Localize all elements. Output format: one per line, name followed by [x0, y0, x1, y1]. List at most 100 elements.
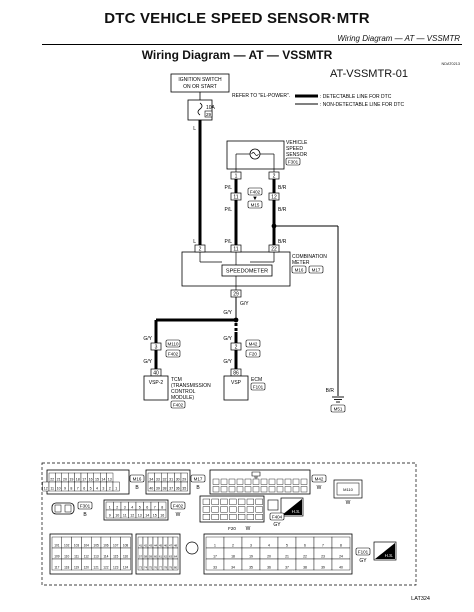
- ecm-right-pin-number: 22: [303, 554, 307, 558]
- joint-arrow-icon: ▼: [252, 196, 258, 202]
- f20-pin-cell: [237, 506, 246, 513]
- f402-pin-number: 16: [160, 513, 164, 517]
- right-connector-a: M42: [249, 342, 258, 347]
- fuse-number-box: [204, 110, 213, 118]
- ecm-left-pin-number: 123: [113, 565, 119, 569]
- ecm-right-pin-number: 24: [339, 554, 343, 558]
- ecm-left-pin-number: 113: [94, 554, 99, 558]
- ecm-mid-pin-number: 45: [159, 543, 163, 547]
- joint-pin-11: 11: [233, 195, 238, 201]
- f20-pin-cell: [229, 514, 237, 521]
- ecm-left-pin-number: 115: [113, 554, 118, 558]
- fuse-number: 29: [206, 112, 212, 117]
- ignition-label-1: IGNITION SWITCH: [178, 77, 222, 83]
- ecm-right-pin-number: 23: [321, 554, 325, 558]
- f402-pin-number: 14: [145, 513, 149, 517]
- ecm-mid-pin-number: 42: [144, 543, 148, 547]
- left-connector-b: F402: [168, 352, 179, 357]
- f402-pin-number: 15: [153, 513, 157, 517]
- ecm-right-pin-number: 19: [249, 554, 253, 558]
- meter-wire-br: B/R: [278, 239, 287, 245]
- left-pin: 3: [155, 345, 158, 351]
- m42-pin-cell: [292, 486, 300, 493]
- m16-pin-cell: [112, 481, 120, 492]
- refer-el-power: REFER TO "EL-POWER".: [232, 93, 290, 99]
- ecm-left-pin-number: 101: [54, 543, 60, 547]
- meter-label-1: COMBINATION: [292, 254, 327, 260]
- m17-pin-number: 34: [149, 477, 153, 481]
- meter-connector-a: M16: [295, 268, 304, 273]
- m42-pin-cell: [212, 478, 220, 485]
- m16-pin-number: 18: [76, 477, 80, 481]
- f402-pin-number: 12: [130, 513, 134, 517]
- tcm-label-4: MODULE): [171, 395, 194, 401]
- f20-pin-cell: [229, 498, 237, 505]
- m42-pin-cell: [220, 478, 228, 485]
- ecm-mid-pin-number: 75: [149, 565, 153, 569]
- m16-pin-number: 10: [57, 486, 61, 490]
- ecm-left-pin-number: 110: [64, 554, 69, 558]
- left-wire-gy-top: G/Y: [143, 336, 152, 342]
- right-connector-b: F20: [249, 352, 257, 357]
- m16-pin-number: 7: [77, 486, 79, 490]
- m16-pin-number: 13: [108, 477, 112, 481]
- ecm-right-pin-number: 35: [249, 565, 253, 569]
- m16-label: M16: [133, 477, 142, 482]
- ecm-mid-pin-number: 60: [154, 554, 158, 558]
- meter-connector-b: M17: [312, 268, 321, 273]
- m16-pin-number: 12: [44, 486, 48, 490]
- ecm-right-pin-number: 6: [304, 543, 306, 547]
- sensor-label-1: VEHICLE: [286, 140, 308, 146]
- page-subtitle: Wiring Diagram — AT — VSSMTR: [337, 34, 460, 43]
- ecm-mid-pin-number: 62: [164, 554, 168, 558]
- ecm-right-pin-number: 40: [339, 565, 343, 569]
- ecm-mid-pin-number: 57: [139, 554, 143, 558]
- m42-pin-cell: [252, 478, 260, 485]
- ecm-right-pin-number: 2: [232, 543, 234, 547]
- f20-pin-cell: [255, 514, 263, 521]
- ecm-mid-pin-cell: [172, 558, 179, 571]
- sensor-label-2: SPEED: [286, 146, 303, 152]
- f402-pin-number: 10: [115, 513, 119, 517]
- sensor-pin-1: 1: [235, 174, 238, 180]
- ecm-box: [223, 375, 249, 401]
- meter-pin-22: 22: [271, 247, 277, 253]
- m16-pin-number: 2: [109, 486, 111, 490]
- ecm-left-pin-number: 114: [103, 554, 108, 558]
- m110-label: M110: [343, 487, 353, 492]
- f402-pin-number: 8: [161, 505, 163, 509]
- ecm-mid-pin-number: 41: [139, 543, 143, 547]
- ecm-right-pin-cell: [331, 558, 351, 571]
- ecm-mid-pin-number: 73: [139, 565, 143, 569]
- tcm-terminal: VSP-2: [149, 380, 164, 386]
- f20-pin-cell: [237, 514, 246, 521]
- ecm-left-pin-number: 111: [74, 554, 79, 558]
- meter-wire-l: L: [193, 239, 196, 245]
- f404-label: F404: [272, 515, 283, 520]
- f402-pin-number: 9: [109, 513, 111, 517]
- ecm-mid-pin-number: 48: [174, 543, 178, 547]
- f20-pin-cell: [220, 514, 228, 521]
- ecm-left-pin-number: 109: [54, 554, 60, 558]
- ecm-left-pin-number: 112: [84, 554, 89, 558]
- speedometer-box: [221, 264, 273, 277]
- wire-gy-mid: G/Y: [223, 310, 232, 316]
- m16-pin-number: 6: [83, 486, 85, 490]
- m42-label: M42: [315, 477, 324, 482]
- meter-wire-pl: P/L: [224, 239, 232, 245]
- m42-color: W: [317, 485, 322, 491]
- wire-l-label: L: [193, 126, 196, 132]
- ecm-left-pin-number: 119: [74, 565, 79, 569]
- ecm-right-pin-number: 8: [340, 543, 342, 547]
- m42-pin-cell: [268, 486, 276, 493]
- f402-pin-number: 11: [123, 513, 127, 517]
- ecm-right-pin-number: 5: [286, 543, 288, 547]
- ecm-right-pin-number: 20: [267, 554, 271, 558]
- right-pin: 2: [235, 345, 238, 351]
- m42-pin-cell: [284, 478, 292, 485]
- ecm-terminal: VSP: [231, 380, 242, 386]
